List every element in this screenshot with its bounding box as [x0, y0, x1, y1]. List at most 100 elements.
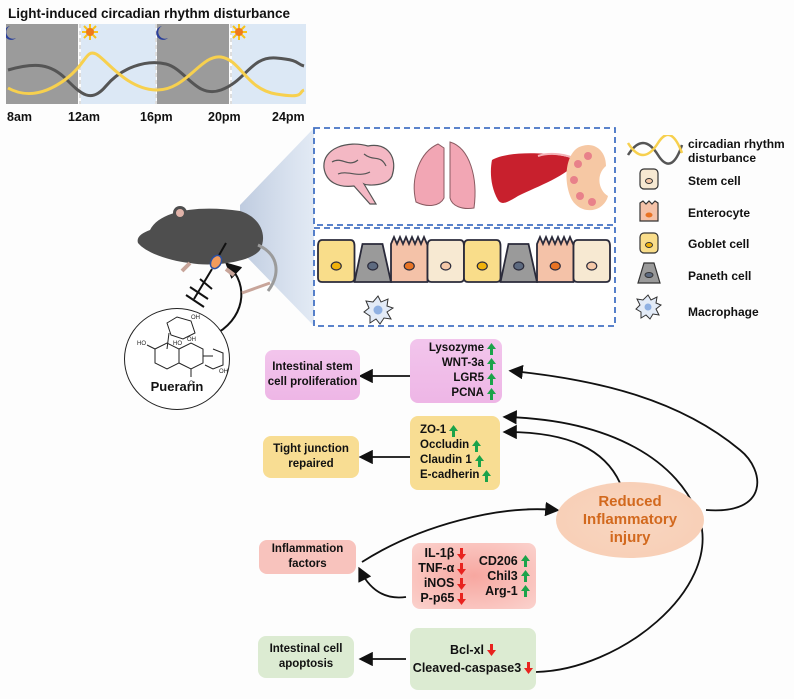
marker-row: CD206 [479, 554, 530, 569]
down-arrow-icon [457, 592, 467, 605]
outcome-inflammation-factors: Inflammation factors [259, 540, 356, 574]
marker-row: Lysozyme [429, 341, 496, 356]
marker-name: WNT-3a [441, 357, 484, 369]
marker-row: WNT-3a [442, 356, 496, 371]
down-arrow-icon [524, 662, 534, 674]
marker-name: CD206 [478, 553, 518, 568]
marker-name: Bcl-xl [449, 643, 485, 657]
circadian-panel [6, 24, 306, 104]
kidney-icon [566, 144, 608, 211]
marker-row: ZO-1 [420, 423, 459, 438]
svg-text:OH: OH [219, 369, 228, 375]
marker-name: Arg-1 [485, 583, 518, 598]
marker-name: E-cadherin [420, 469, 480, 481]
marker-row: Bcl-xl [449, 641, 497, 659]
stem-cell-icon [639, 168, 659, 190]
arrow-injury-to-tight-1 [502, 424, 621, 484]
up-arrow-icon [487, 387, 496, 400]
marker-name: iNOS [423, 576, 455, 590]
outcome-tight-junction: Tight junction repaired [263, 436, 359, 478]
epithelium [317, 234, 611, 325]
svg-text:OH: OH [191, 315, 200, 321]
time-label: 16pm [140, 110, 173, 124]
marker-name: Lysozyme [428, 342, 484, 354]
svg-text:HO: HO [173, 341, 182, 347]
paneth-cell [353, 243, 393, 283]
outcome-text: factors [288, 558, 327, 570]
mouse-icon [137, 206, 278, 295]
arrow-to-reduced-injury [361, 501, 560, 563]
enterocyte-icon [639, 200, 659, 222]
arrow-to-inflam-outcome [358, 566, 407, 599]
marker-name: Claudin 1 [420, 454, 472, 466]
up-arrow-icon [487, 372, 496, 385]
marker-name: TNF-α [418, 561, 455, 575]
up-arrow-icon [487, 342, 496, 355]
macrophage-icon [635, 294, 662, 320]
circadian-panel-title: Light-induced circadian rhythm disturban… [8, 6, 291, 21]
marker-row: PCNA [451, 386, 496, 401]
up-arrow-icon [474, 454, 484, 467]
svg-text:OH: OH [187, 337, 196, 343]
legend-label-macrophage: Macrophage [688, 305, 759, 319]
up-arrow-icon [449, 424, 459, 437]
down-arrow-icon [457, 547, 467, 560]
outcome-text: Intestinal stem [272, 361, 353, 373]
down-arrow-icon [457, 562, 467, 575]
legend-label-paneth: Paneth cell [688, 269, 752, 283]
marker-row: Cleaved-caspase3 [413, 659, 534, 677]
marker-name: P-p65 [420, 591, 455, 605]
outcome-apoptosis: Intestinal cell apoptosis [258, 636, 354, 678]
outcome-text: repaired [288, 458, 334, 470]
enterocyte-cell [390, 234, 429, 283]
stem-cell [572, 239, 611, 283]
marker-row: IL-1β [418, 546, 467, 561]
zoom-projection [240, 128, 314, 326]
marker-name: LGR5 [453, 372, 484, 384]
up-arrow-icon [482, 469, 492, 482]
goblet-cell [463, 239, 502, 283]
legend-label-circadian: circadian rhythm [688, 137, 785, 151]
central-text: Inflammatory [582, 511, 678, 528]
marker-row: Occludin [420, 438, 482, 453]
organ-row [323, 141, 608, 211]
liver-icon [490, 152, 578, 203]
syringe-icon [185, 242, 227, 308]
stem-cell [426, 239, 465, 283]
marker-row: Claudin 1 [420, 453, 484, 468]
marker-row: LGR5 [453, 371, 496, 386]
marker-row: Arg-1 [479, 584, 530, 599]
paneth-cell-icon [637, 262, 661, 284]
time-label: 8am [7, 110, 33, 124]
goblet-cell-icon [639, 232, 659, 254]
moon-icon [156, 26, 168, 40]
marker-name: IL-1β [424, 546, 455, 560]
up-arrow-icon [520, 570, 530, 582]
legend-label-stem: Stem cell [688, 174, 741, 188]
circadian-curves-icon [626, 135, 684, 165]
reduced-inflammatory-injury: Reduced Inflammatory injury [556, 482, 704, 558]
marker-row: TNF-α [418, 561, 467, 576]
down-arrow-icon [487, 644, 497, 656]
macrophage-icon [363, 295, 395, 325]
lung-icon [413, 141, 476, 209]
marker-row: P-p65 [418, 591, 467, 606]
marker-name: Occludin [420, 439, 470, 451]
paneth-cell [499, 243, 539, 283]
sun-icon [82, 24, 98, 40]
marker-row: Chil3 [479, 569, 530, 584]
outcome-text: cell proliferation [267, 376, 358, 388]
outcome-text: Inflammation [271, 543, 344, 555]
circadian-curve-yellow [7, 51, 305, 98]
marker-name: Chil3 [487, 568, 518, 583]
central-text: injury [609, 529, 651, 546]
time-label: 20pm [208, 110, 241, 124]
legend-label-goblet: Goblet cell [688, 237, 750, 251]
outcome-stem-proliferation: Intestinal stem cell proliferation [265, 350, 360, 400]
up-arrow-icon [520, 555, 530, 567]
